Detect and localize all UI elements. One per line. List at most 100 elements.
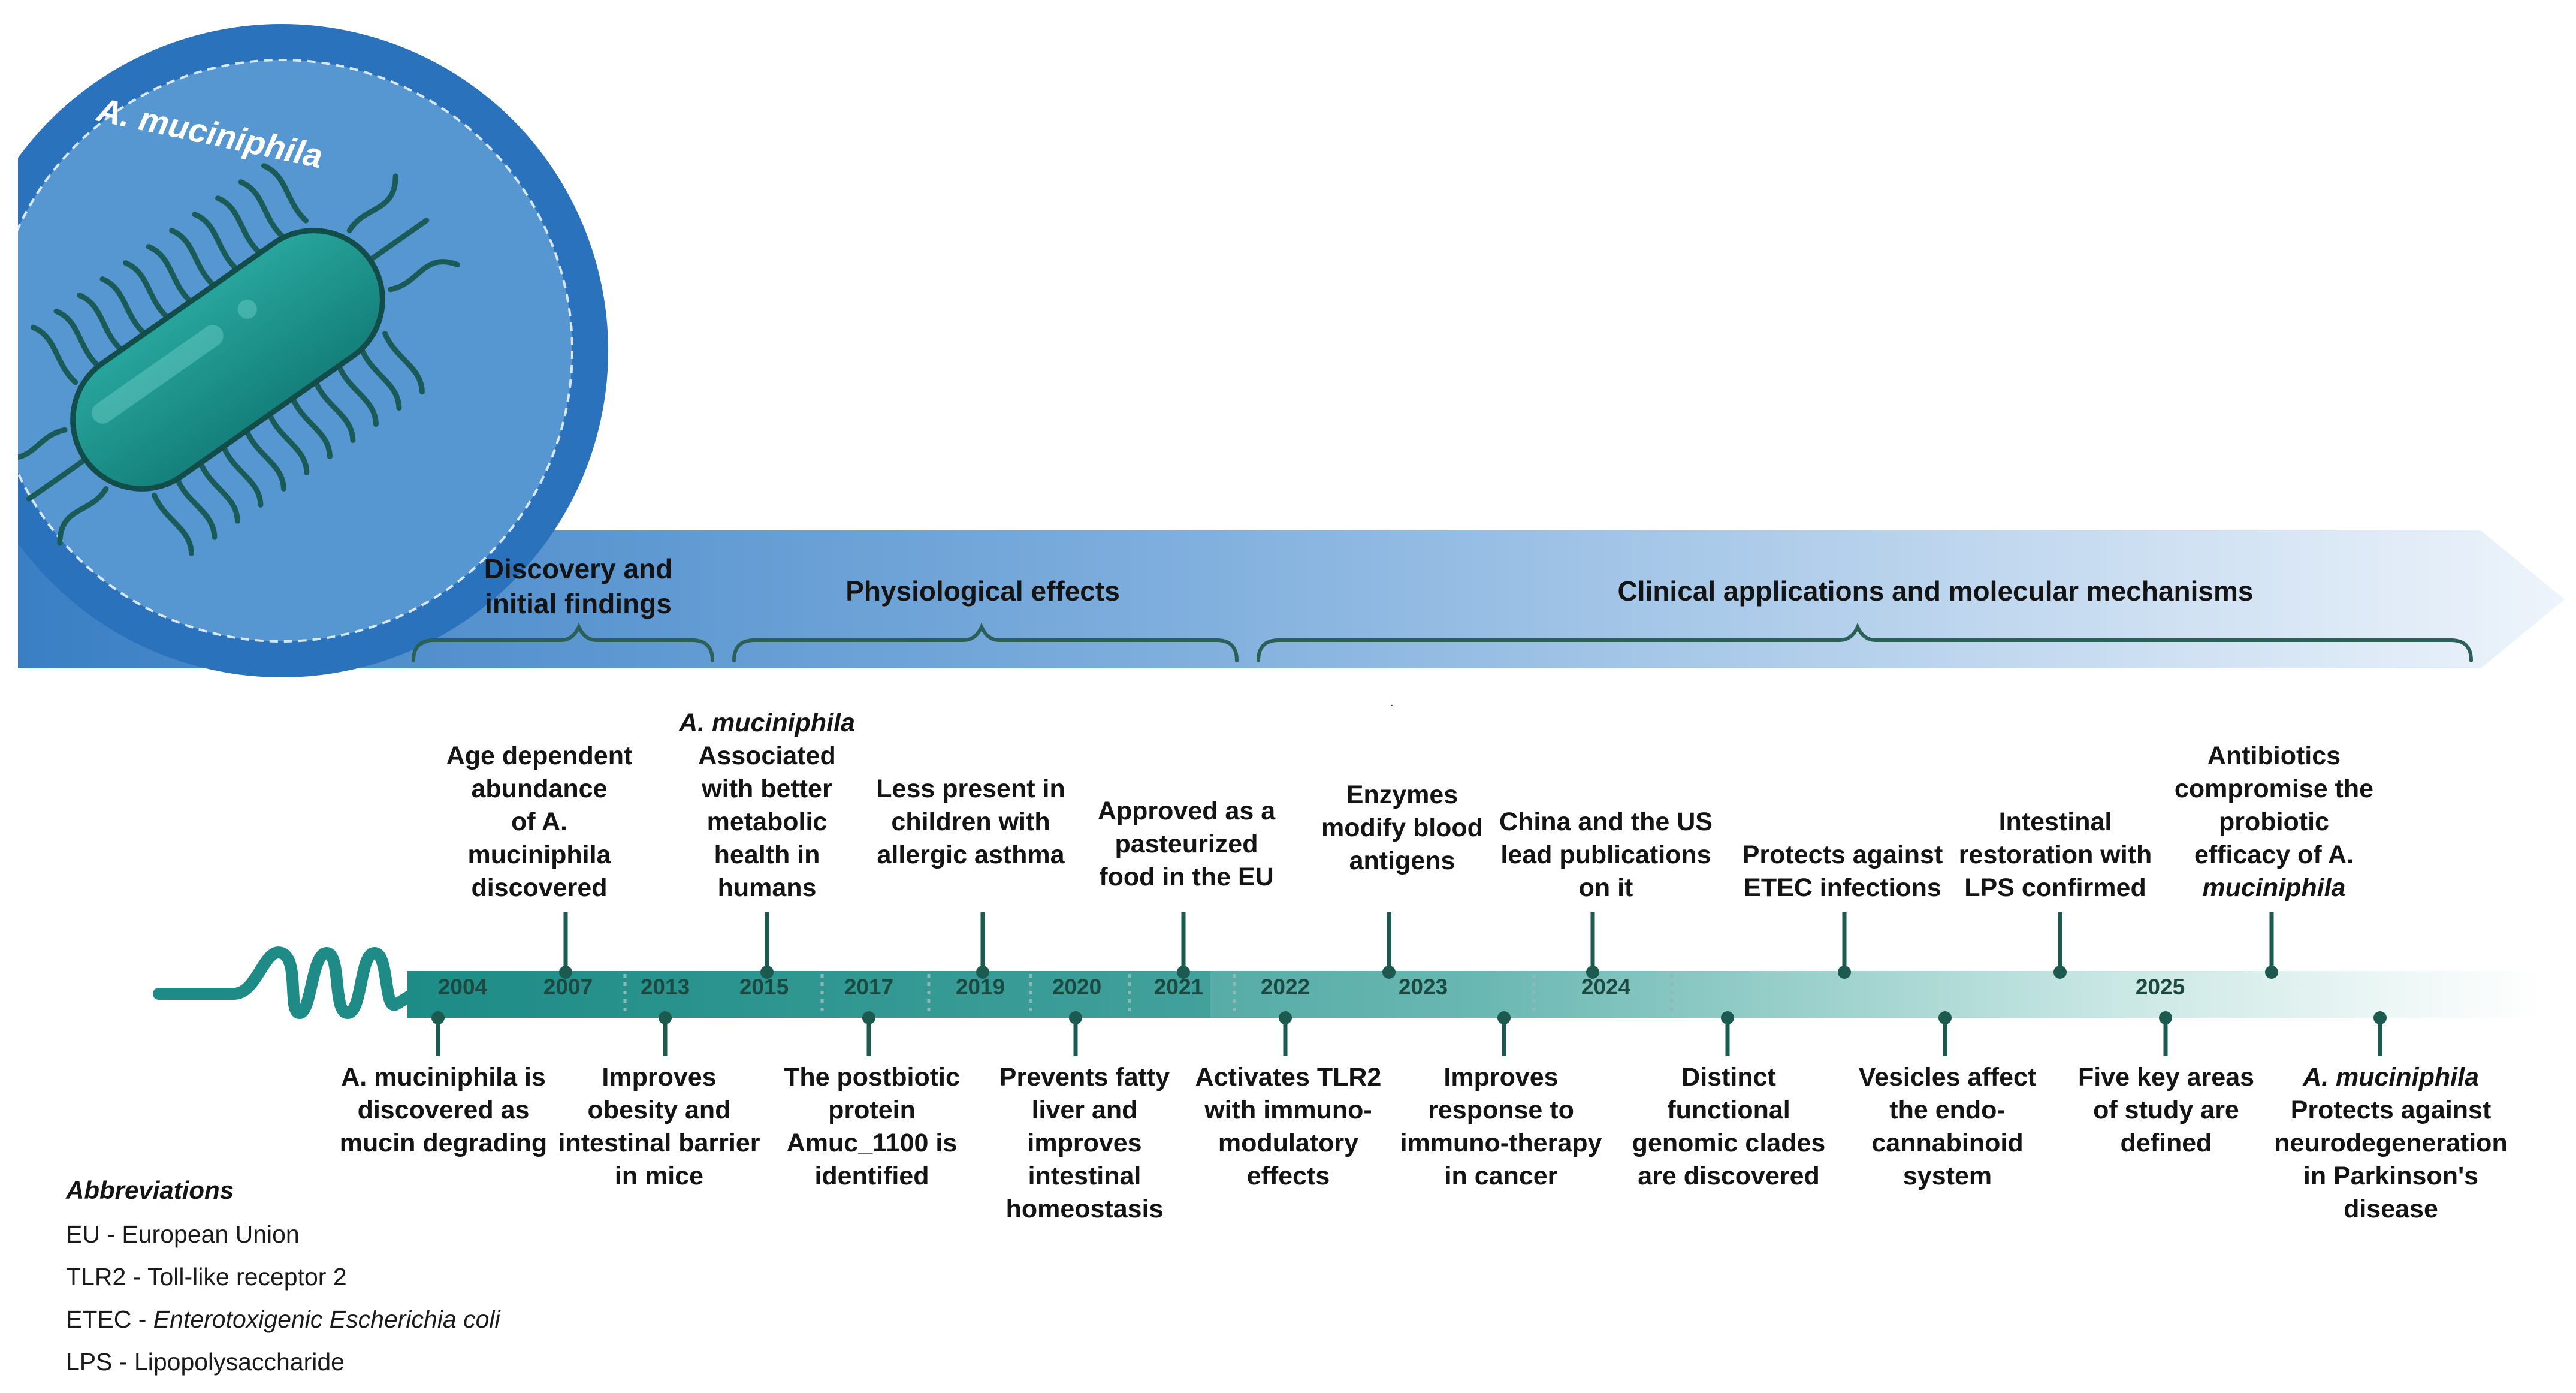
event-line: Five key areas (2077, 1063, 2255, 1092)
event-etec: Protects against ETEC infections (1729, 839, 1956, 904)
flagellum (198, 460, 240, 524)
event-clades: Distinct functional genomic clades are d… (1618, 1061, 1840, 1193)
event-metabolic-health: A. muciniphila Associated with better me… (665, 707, 869, 904)
year-label: 2023 (1398, 975, 1448, 999)
event-line: discovered as (357, 1096, 530, 1124)
event-line: humans (717, 873, 817, 902)
event-marker-dot (1069, 1011, 1082, 1024)
abbreviation-definition: Enterotoxigenic Escherichia coli (153, 1305, 500, 1333)
abbreviations-title: Abbreviations (66, 1176, 234, 1204)
event-marker-dot (862, 1011, 875, 1024)
abbreviation-separator: - (131, 1305, 153, 1333)
event-line: obesity and (587, 1096, 731, 1124)
event-line: intestinal (1028, 1162, 1141, 1190)
event-age-dependent: Age dependent abundance of A. muciniphil… (419, 740, 659, 904)
event-line: Age dependent (446, 741, 633, 770)
event-lps: Intestinal restoration with LPS confirme… (1941, 806, 2169, 904)
flagellum (367, 218, 430, 263)
flagellum (57, 486, 109, 546)
event-marker-dot (1497, 1011, 1511, 1024)
flagellum (26, 456, 88, 502)
phase-title-discovery: Discovery and initial findings (443, 551, 713, 621)
event-line: pasteurized (1115, 830, 1258, 858)
phase-title-line: Physiological effects (845, 575, 1120, 607)
event-line: neurodegeneration (2274, 1129, 2508, 1157)
svg-text:.: . (1390, 696, 1394, 709)
year-label: 2007 (543, 975, 593, 999)
event-line: are discovered (1638, 1162, 1820, 1190)
abbreviation-term: LPS (66, 1348, 113, 1376)
event-marker-dot (1838, 966, 1851, 979)
event-line: system (1902, 1162, 1992, 1190)
year-label: 2013 (640, 975, 690, 999)
event-line: the endo- (1889, 1096, 2006, 1124)
event-line: improves (1027, 1129, 1142, 1157)
event-line: food in the EU (1099, 863, 1274, 891)
event-line: metabolic (706, 807, 828, 836)
event-approved-eu: Approved as a pasteurized food in the EU (1079, 795, 1294, 894)
bracket-clinical (1257, 622, 2473, 662)
abbreviation-definition: Lipopolysaccharide (134, 1348, 345, 1376)
event-marker-dot (559, 966, 572, 979)
flagellum (31, 324, 78, 385)
event-line: discovered (471, 873, 608, 902)
abbreviation-eu: EU - European Union (66, 1220, 300, 1249)
abbreviation-definition: European Union (122, 1220, 300, 1248)
flagellum (169, 228, 217, 288)
year-label: 2017 (844, 975, 894, 999)
phase-arrow (18, 530, 2565, 668)
event-line: Activates TLR2 (1195, 1063, 1382, 1092)
event-line: Antibiotics (2207, 741, 2341, 770)
event-line: in mice (614, 1162, 704, 1190)
event-line: immuno-therapy (1400, 1129, 1602, 1157)
event-blood-antigens: Enzymes modify blood antigens (1306, 779, 1498, 878)
year-label: 2019 (955, 975, 1005, 999)
phase-brackets (412, 622, 2473, 662)
event-immunotherapy: Improves response to immuno-therapy in c… (1393, 1061, 1609, 1193)
event-obesity-mice: Improves obesity and intestinal barrier … (551, 1061, 767, 1193)
event-marker-dot (2373, 1011, 2387, 1024)
bacterium-illustration (0, 0, 608, 719)
flagellum (146, 244, 194, 304)
event-line: health in (714, 840, 820, 869)
phase-title-line: initial findings (485, 588, 672, 619)
phase-title-line: Discovery and (484, 553, 673, 584)
event-line: restoration with (1958, 840, 2152, 869)
event-line: Enzymes (1346, 780, 1458, 809)
event-line: Improves (1443, 1063, 1559, 1092)
event-line: Distinct (1681, 1063, 1776, 1092)
event-five-areas: Five key areas of study are defined (2067, 1061, 2265, 1160)
event-marker-dot (2159, 1011, 2172, 1024)
event-line: China and the US (1499, 807, 1713, 836)
event-mucin-degrading: A. muciniphila is discovered as mucin de… (336, 1061, 551, 1160)
event-line: efficacy of A. (2194, 840, 2354, 869)
event-line: liver and (1031, 1096, 1138, 1124)
event-line: of A. (511, 807, 567, 836)
event-line: cannabinoid (1871, 1129, 2024, 1157)
event-line: muciniphila (467, 840, 611, 869)
event-line: identified (814, 1162, 929, 1190)
event-line: modify blood (1321, 813, 1483, 842)
event-marker-dot (431, 1011, 445, 1024)
event-line: children with (891, 807, 1050, 836)
event-line: muciniphila (2202, 873, 2346, 902)
event-line: functional (1667, 1096, 1790, 1124)
flagellum (267, 411, 310, 475)
event-amuc-1100: The postbiotic protein Amuc_1100 is iden… (773, 1061, 971, 1193)
flagellum (382, 331, 425, 395)
event-line: of study are (2093, 1096, 2239, 1124)
event-parkinsons: A. muciniphila Protects against neurodeg… (2271, 1061, 2511, 1226)
year-label: 2024 (1581, 975, 1631, 999)
event-line: Prevents fatty (999, 1063, 1170, 1092)
event-line: Intestinal (1998, 807, 2112, 836)
event-line: A. muciniphila (679, 708, 855, 737)
event-vesicles: Vesicles affect the endo- cannabinoid sy… (1849, 1061, 2046, 1193)
flagellum (77, 292, 125, 353)
event-tlr2: Activates TLR2 with immuno- modulatory e… (1192, 1061, 1384, 1193)
abbreviation-term: EU (66, 1220, 100, 1248)
event-line: A. muciniphila (2303, 1063, 2479, 1092)
flagellum (192, 212, 240, 272)
year-label: 2022 (1260, 975, 1310, 999)
